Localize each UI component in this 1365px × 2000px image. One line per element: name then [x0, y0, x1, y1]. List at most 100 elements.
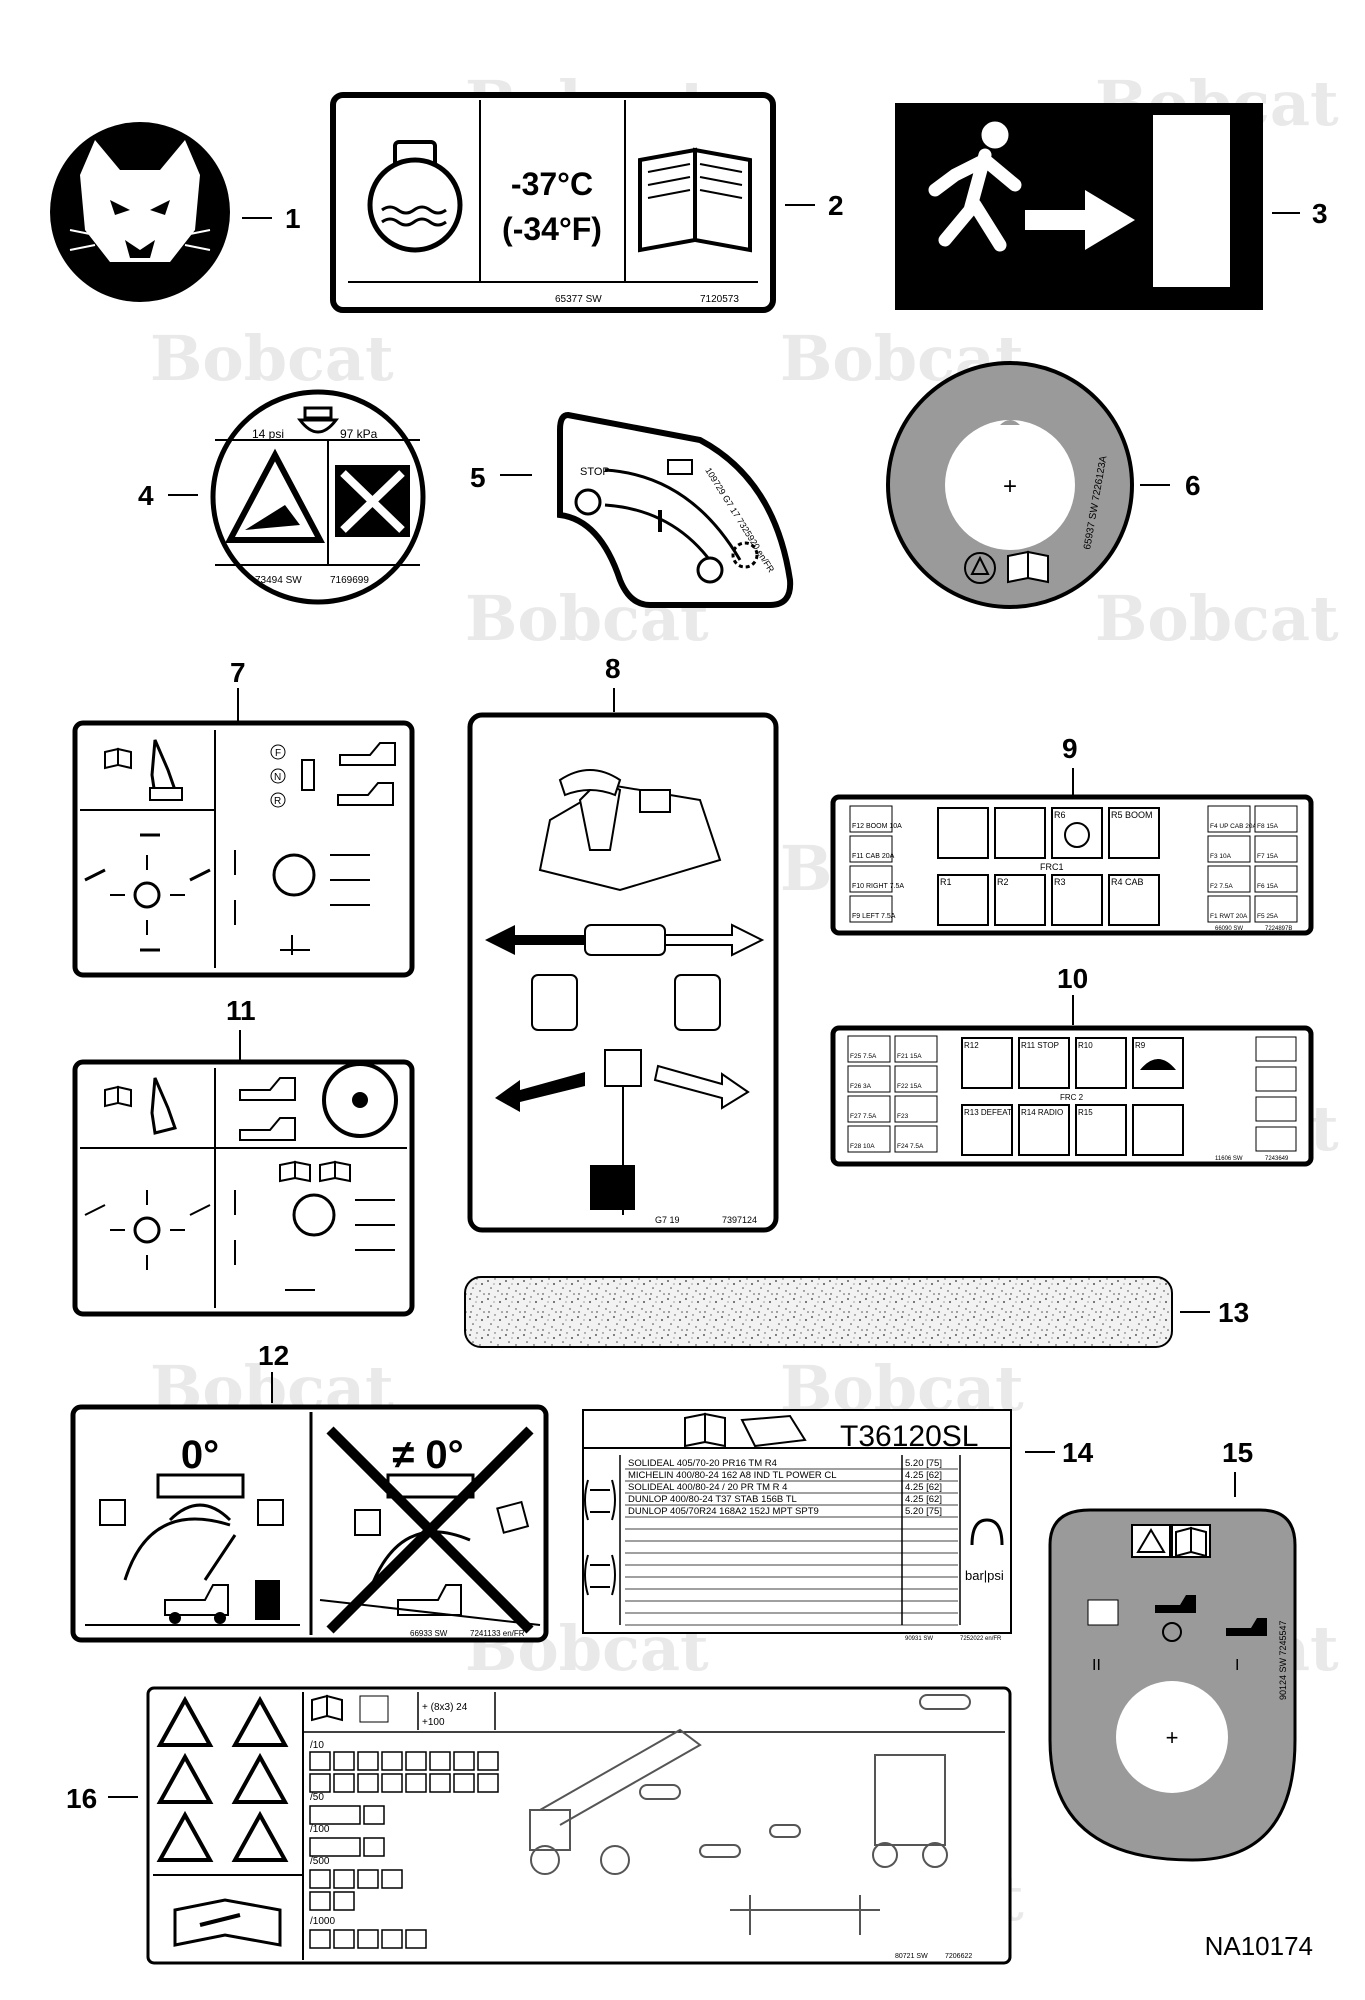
- frc-label: FRC 2: [1060, 1093, 1084, 1102]
- decal-13-antislip-strip: [464, 1276, 1173, 1348]
- summary-line: + (8x3) 24: [422, 1702, 468, 1713]
- start-icon: [731, 541, 759, 569]
- pressure-psi: 14 psi: [252, 427, 284, 441]
- decal-10-fuse-panel: F25 7.5A F26 3A F27 7.5A F28 10A F21 15A…: [830, 1025, 1314, 1167]
- callout-13: 13: [1218, 1297, 1249, 1328]
- relay-label: R6: [1054, 810, 1066, 820]
- tire-pressure: 4.25 [62]: [905, 1494, 942, 1505]
- fuse-label: F1 RWT 20A: [1210, 913, 1248, 920]
- callout-4: 4: [138, 480, 154, 511]
- fuse-label: F11 CAB 20A: [852, 853, 895, 860]
- decal-6-key-ring: + 65937 SW 7226123A: [886, 361, 1134, 609]
- relay-label: R1: [940, 877, 952, 887]
- part-number: 7224897B: [1265, 926, 1292, 932]
- level-not-zero: ≠ 0°: [392, 1433, 463, 1477]
- part-number: 7206622: [945, 1953, 972, 1960]
- svg-text:II: II: [1092, 1657, 1101, 1674]
- tire-pressure: 5.20 [75]: [905, 1458, 942, 1469]
- relay-label: R12: [964, 1041, 979, 1050]
- arrow-left-icon: [485, 925, 585, 955]
- fuse-label: F23: [897, 1113, 909, 1120]
- turtle-icon: [1140, 1059, 1176, 1070]
- decal-4-pressure-warning: 14 psi 97 kPa 73494 SW 7169699: [210, 389, 426, 605]
- fuse-label: F22 15A: [897, 1083, 922, 1090]
- service-manual-icon: [173, 1898, 282, 1947]
- callout-5: 5: [470, 462, 486, 493]
- decal-8-drive-controls: G7 19 7397124: [467, 712, 779, 1233]
- pedal-right-icon: [674, 974, 721, 1031]
- part-number: 7397124: [722, 1215, 757, 1225]
- hazard-triangle-icon: [225, 448, 325, 543]
- relay-label: R13 DEFEAT: [964, 1108, 1012, 1117]
- part-number: 7120573: [700, 294, 739, 305]
- callout-6: 6: [1185, 470, 1201, 501]
- fuse-label: F28 10A: [850, 1143, 875, 1150]
- lubrication-diagram: [529, 1694, 971, 1935]
- relay-label: R14 RADIO: [1021, 1108, 1063, 1117]
- part-number: 65377 SW: [555, 294, 602, 305]
- telehandler-icon: [337, 742, 396, 806]
- tire-spec: MICHELIN 400/80-24 162 A8 IND TL POWER C…: [628, 1470, 837, 1481]
- temp-celsius: -37°C: [511, 166, 593, 202]
- fuse-label: F8 15A: [1257, 823, 1279, 830]
- part-number: 66933 SW: [410, 1629, 448, 1638]
- decal-2-coolant-temp: -37°C (-34°F) 65377 SW 7120573: [330, 92, 776, 313]
- decal-9-fuse-panel: F12 BOOM 10A F11 CAB 20A F10 RIGHT 7.5A …: [830, 794, 1314, 936]
- manual-book-icon: [311, 1694, 343, 1722]
- relay-label: R15: [1078, 1108, 1093, 1117]
- fuse-label: F5 25A: [1257, 913, 1279, 920]
- machine-icon: [1087, 1599, 1119, 1626]
- decal-3-emergency-exit: [895, 103, 1263, 310]
- fuse-label: F10 RIGHT 7.5A: [852, 883, 904, 890]
- relay-label: R5 BOOM: [1111, 810, 1153, 820]
- manual-book-icon: [638, 147, 752, 253]
- decal-7-joystick-controls: F N R: [72, 720, 415, 978]
- telehandler-icon: [397, 1584, 462, 1616]
- relay-label: R11 STOP: [1021, 1041, 1059, 1050]
- tire-spec: DUNLOP 400/80-24 T37 STAB 156B TL: [628, 1494, 797, 1505]
- part-number: G7 19: [655, 1215, 680, 1225]
- relay-label: R10: [1078, 1041, 1093, 1050]
- service-intervals: /10 /50 /100 /500 /1000: [310, 1740, 335, 1927]
- decal-11-joystick-steering: [72, 1059, 415, 1317]
- svg-text:N: N: [274, 772, 281, 783]
- svg-text:R: R: [274, 796, 281, 807]
- fuse-label: F24 7.5A: [897, 1143, 924, 1150]
- part-number: 80721 SW: [895, 1953, 928, 1960]
- telehandler-icon: [239, 1077, 296, 1141]
- bobcat-head-icon: [80, 140, 200, 262]
- relay-label: R4 CAB: [1111, 877, 1144, 887]
- tire-spec: DUNLOP 405/70R24 168A2 152J MPT SPT9: [628, 1506, 819, 1517]
- tire-pressure: 4.25 [62]: [905, 1470, 942, 1481]
- interval-label: /100: [310, 1824, 330, 1835]
- pressure-unit: bar|psi: [965, 1568, 1004, 1583]
- warning-icon: [964, 552, 996, 584]
- armrest-joystick-icon: [538, 769, 722, 892]
- part-number: 7252022 en/FR: [960, 1636, 1002, 1642]
- relay-grid: R6 R5 BOOM FRC1 R1 R2 R3 R4 CAB: [937, 807, 1160, 926]
- fuse-label: F6 15A: [1257, 883, 1279, 890]
- tire-icon: [584, 1479, 616, 1521]
- manual-book-icon: [1007, 550, 1049, 584]
- callout-16: 16: [66, 1783, 97, 1814]
- part-number: 66090 SW: [1215, 926, 1243, 932]
- telehandler-icon: [1155, 1595, 1196, 1613]
- pedal-left-icon: [531, 974, 578, 1031]
- callout-3: 3: [1312, 198, 1328, 229]
- relay-label: R9: [1135, 1041, 1146, 1050]
- telehandler-icon: [1226, 1618, 1267, 1636]
- watermark-text: Bobcat: [1095, 582, 1339, 655]
- manual-book-icon: [104, 747, 132, 770]
- fuse-label: F12 BOOM 10A: [852, 823, 902, 830]
- fuse-label: F4 UP CAB 20A: [1210, 823, 1258, 830]
- manual-book-icon: [279, 1160, 351, 1183]
- tire-pressure: 5.20 [75]: [905, 1506, 942, 1517]
- level-zero: 0°: [181, 1433, 219, 1477]
- callout-11: 11: [226, 995, 256, 1026]
- callout-15: 15: [1222, 1437, 1253, 1468]
- callout-10: 10: [1057, 963, 1088, 994]
- arrow-left-icon: [495, 1072, 585, 1112]
- arrow-right-icon: [653, 1064, 750, 1110]
- telehandler-icon: [164, 1584, 229, 1616]
